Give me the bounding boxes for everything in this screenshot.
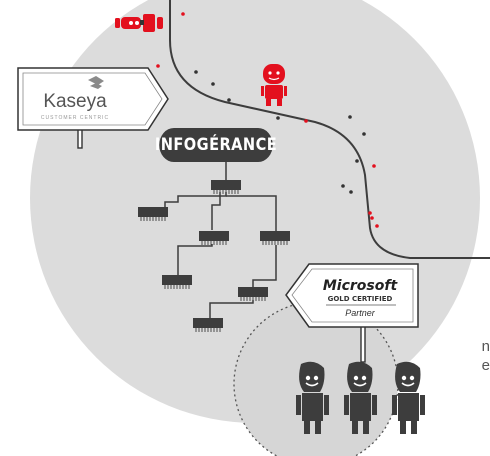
microsoft-partner: Partner (345, 308, 376, 318)
chip-icon (138, 207, 168, 221)
kaseya-logo-icon (88, 76, 104, 89)
right-text-line2: e (481, 357, 490, 374)
road-dots (194, 70, 366, 194)
right-text-line1: n (481, 338, 490, 355)
avatar-icon (344, 361, 377, 434)
red-robot-icon (261, 64, 287, 106)
chip-icon (260, 231, 290, 245)
chip-icon (199, 231, 229, 245)
microsoft-brand: Microsoft (323, 278, 399, 294)
kaseya-signpost: Kaseya CUSTOMER CENTRIC (17, 67, 169, 149)
kaseya-tagline: CUSTOMER CENTRIC (41, 115, 109, 121)
kaseya-name: Kaseya (43, 91, 107, 112)
road-line (169, 0, 490, 259)
chip-icon (162, 275, 192, 289)
chip-icon (238, 287, 268, 301)
microsoft-certification: GOLD CERTIFIED (328, 295, 393, 303)
avatar-icon (392, 361, 425, 434)
microsoft-signpost: Microsoft GOLD CERTIFIED Partner (285, 263, 419, 363)
chip-icon (211, 180, 241, 194)
avatar-icon (296, 361, 329, 434)
chip-icon (193, 318, 223, 332)
circuit-lines (164, 162, 277, 318)
infogerance-label: INFOGÉRANCE (155, 128, 277, 162)
red-dots (156, 12, 379, 228)
robot-icon (115, 14, 163, 32)
